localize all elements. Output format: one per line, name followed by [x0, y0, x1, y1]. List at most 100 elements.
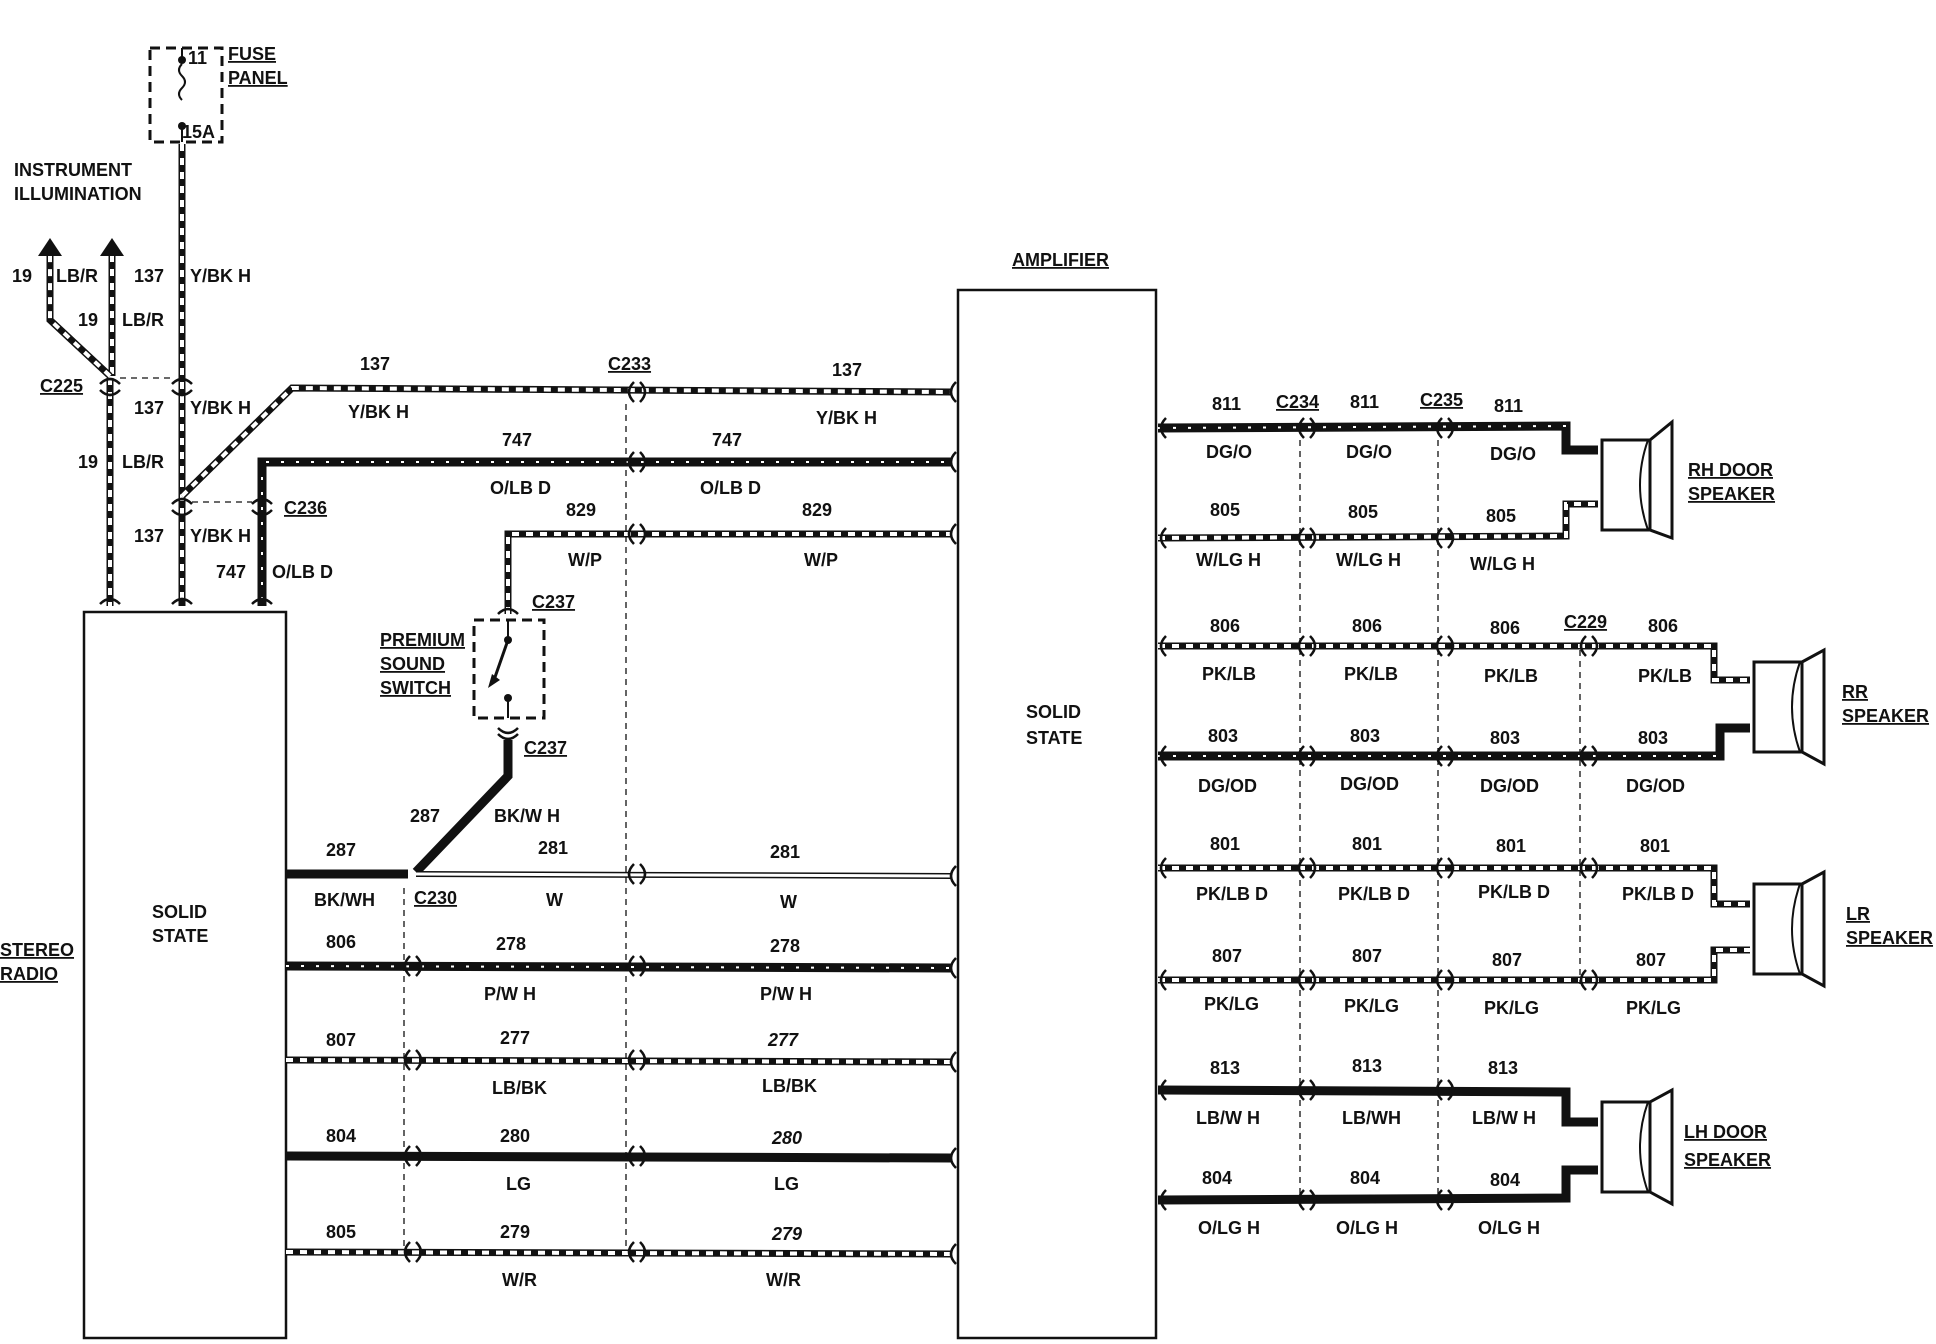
amplifier-label: AMPLIFIER	[1012, 250, 1109, 270]
circuit-number: 801	[1210, 834, 1240, 854]
circuit-number: 806	[1352, 616, 1382, 636]
circuit-number: 803	[1638, 728, 1668, 748]
circuit-number: 19	[78, 310, 98, 330]
circuit-number: 281	[770, 842, 800, 862]
amp-solid-state: STATE	[1026, 728, 1082, 748]
circuit-color: LB/WH	[1342, 1108, 1401, 1128]
circuit-color: PK/LB D	[1338, 884, 1410, 904]
speaker-wires	[1157, 421, 1750, 1205]
circuit-number: 806	[1210, 616, 1240, 636]
circuit-color: O/LB D	[272, 562, 333, 582]
circuit-number: 807	[1212, 946, 1242, 966]
circuit-number: 277	[500, 1028, 530, 1048]
circuit-number: 806	[1490, 618, 1520, 638]
circuit-number: 803	[1350, 726, 1380, 746]
circuit-color: DG/OD	[1480, 776, 1539, 796]
right-connectors	[1159, 417, 1599, 1211]
circuit-number: 807	[326, 1030, 356, 1050]
radio-solid-state: SOLID	[152, 902, 207, 922]
connector-c237: C237	[532, 592, 575, 612]
circuit-number: 805	[326, 1222, 356, 1242]
circuit-color: DG/OD	[1198, 776, 1257, 796]
circuit-color: O/LB D	[700, 478, 761, 498]
circuit-color: O/LG H	[1478, 1218, 1540, 1238]
circuit-color: LB/W H	[1472, 1108, 1536, 1128]
circuit-number: 137	[360, 354, 390, 374]
circuit-color: PK/LB D	[1196, 884, 1268, 904]
lh-door-speaker-icon	[1600, 1087, 1674, 1207]
premium-sound-switch-label: SOUND	[380, 654, 445, 674]
circuit-color: PK/LB D	[1622, 884, 1694, 904]
circuit-number: 811	[1494, 396, 1523, 416]
circuit-number: 280	[771, 1128, 802, 1148]
circuit-number: 813	[1352, 1056, 1382, 1076]
circuit-number: 829	[566, 500, 596, 520]
circuit-number: 801	[1640, 836, 1670, 856]
circuit-number: 137	[134, 266, 164, 286]
circuit-color: W/LG H	[1470, 554, 1535, 574]
circuit-labels: 137 Y/BK H 19 LB/R 19 LB/R 137 Y/BK H 19…	[12, 266, 1694, 1290]
circuit-number: 287	[410, 806, 440, 826]
connector-c235: C235	[1420, 390, 1463, 410]
connector-c236: C236	[284, 498, 327, 518]
circuit-color: PK/LB	[1344, 664, 1398, 684]
circuit-color: PK/LG	[1204, 994, 1259, 1014]
circuit-color: W	[780, 892, 797, 912]
circuit-number: 829	[802, 500, 832, 520]
circuit-color: O/LG H	[1336, 1218, 1398, 1238]
circuit-number: 281	[538, 838, 568, 858]
circuit-color: W/R	[766, 1270, 801, 1290]
component-labels: FUSE PANEL 11 15A INSTRUMENT ILLUMINATIO…	[0, 44, 1933, 1170]
circuit-color: PK/LG	[1626, 998, 1681, 1018]
circuit-color: LB/R	[122, 452, 164, 472]
circuit-color: LB/W H	[1196, 1108, 1260, 1128]
circuit-color: DG/OD	[1340, 774, 1399, 794]
fuse-number: 11	[188, 48, 207, 68]
connector-c237: C237	[524, 738, 567, 758]
rh-door-speaker-icon	[1600, 418, 1674, 541]
circuit-number: 806	[326, 932, 356, 952]
circuit-color: Y/BK H	[816, 408, 877, 428]
connector-labels: C225 C236 C233 C237 C237 C230 C234 C235 …	[40, 354, 1607, 908]
amp-solid-state: SOLID	[1026, 702, 1081, 722]
circuit-color: W/LG H	[1336, 550, 1401, 570]
lr-speaker-icon	[1752, 869, 1826, 989]
lower-connectors	[403, 863, 957, 1265]
circuit-color: LB/BK	[492, 1078, 547, 1098]
rr-speaker-icon	[1752, 647, 1826, 767]
circuit-number: 278	[770, 936, 800, 956]
circuit-number: 278	[496, 934, 526, 954]
circuit-number: 813	[1210, 1058, 1240, 1078]
circuit-color: LG	[774, 1174, 799, 1194]
circuit-color: W/LG H	[1196, 550, 1261, 570]
circuit-color: W/P	[568, 550, 602, 570]
circuit-color: Y/BK H	[190, 526, 251, 546]
lh-door-speaker-label: SPEAKER	[1684, 1150, 1771, 1170]
stereo-radio-box	[82, 610, 288, 1340]
circuit-number: 747	[216, 562, 246, 582]
circuit-number: 137	[134, 398, 164, 418]
illumination-label: ILLUMINATION	[14, 184, 142, 204]
circuit-number: 279	[771, 1224, 802, 1244]
circuit-color: P/W H	[760, 984, 812, 1004]
circuit-color: Y/BK H	[348, 402, 409, 422]
circuit-color: DG/O	[1346, 442, 1392, 462]
circuit-color: W	[546, 890, 563, 910]
rh-door-speaker-label: SPEAKER	[1688, 484, 1775, 504]
lr-speaker-label: LR	[1846, 904, 1870, 924]
circuit-color: Y/BK H	[190, 266, 251, 286]
rr-speaker-label: SPEAKER	[1842, 706, 1929, 726]
circuit-number: 277	[767, 1030, 799, 1050]
circuit-number: 804	[1490, 1170, 1520, 1190]
circuit-color: PK/LG	[1344, 996, 1399, 1016]
circuit-color: PK/LB	[1638, 666, 1692, 686]
circuit-color: W/R	[502, 1270, 537, 1290]
connector-c230: C230	[414, 888, 457, 908]
circuit-number: 279	[500, 1222, 530, 1242]
fuse-panel-box	[148, 46, 224, 144]
circuit-number: 747	[502, 430, 532, 450]
circuit-number: 801	[1496, 836, 1526, 856]
circuit-color: PK/LG	[1484, 998, 1539, 1018]
circuit-color: W/P	[804, 550, 838, 570]
